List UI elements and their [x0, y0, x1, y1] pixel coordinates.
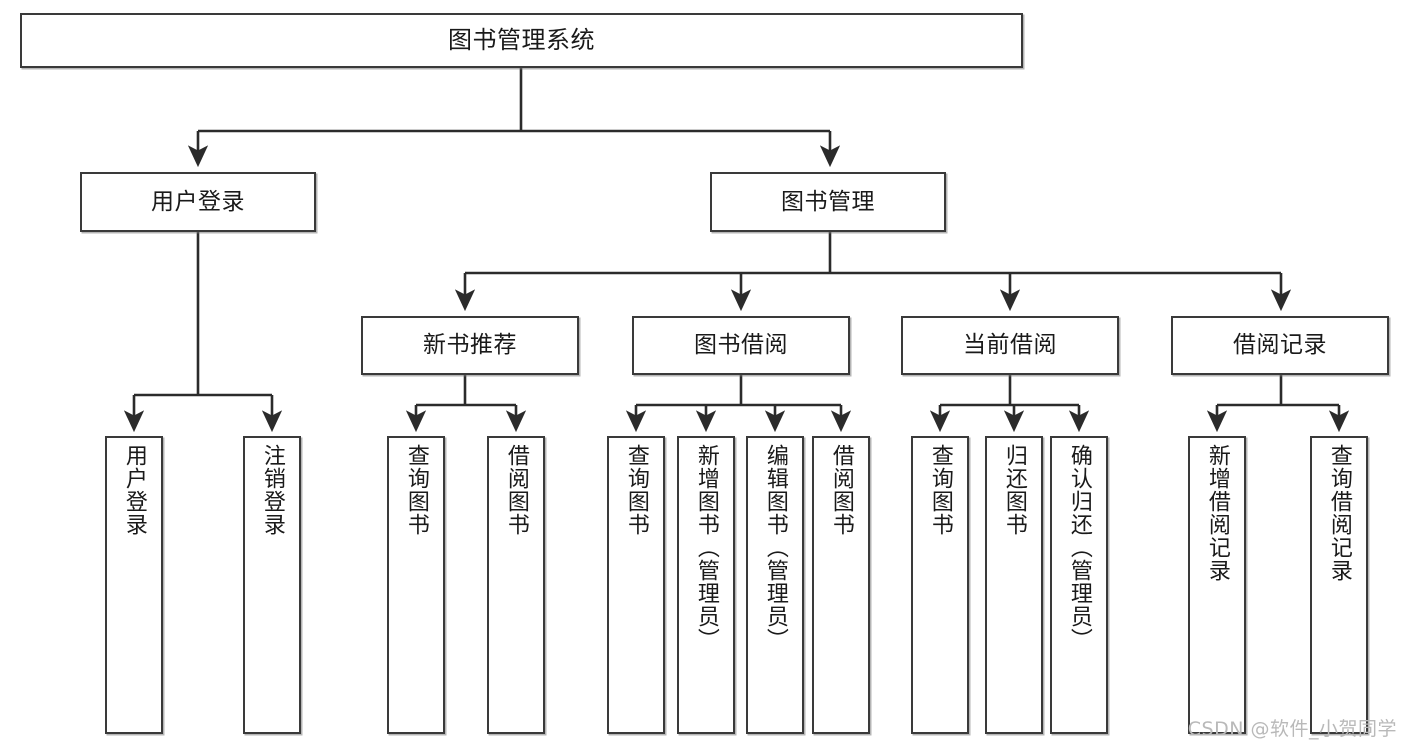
- node-leaf-query-record-label: 查询借阅记录: [1326, 444, 1352, 582]
- node-leaf-query-book-1[interactable]: 查询图书: [387, 436, 445, 734]
- node-leaf-edit-book-label: 编辑图书（管理员）: [762, 444, 788, 651]
- node-book-manage[interactable]: 图书管理: [710, 172, 946, 232]
- node-leaf-query-book-3[interactable]: 查询图书: [911, 436, 969, 734]
- node-leaf-add-book[interactable]: 新增图书（管理员）: [677, 436, 735, 734]
- node-leaf-borrow-book-1-label: 借阅图书: [503, 444, 529, 536]
- node-leaf-borrow-book-2-label: 借阅图书: [828, 444, 854, 536]
- node-current-borrow[interactable]: 当前借阅: [901, 316, 1119, 375]
- node-leaf-confirm-return[interactable]: 确认归还（管理员）: [1050, 436, 1108, 734]
- node-leaf-add-record[interactable]: 新增借阅记录: [1188, 436, 1246, 734]
- node-leaf-user-login[interactable]: 用户登录: [105, 436, 163, 734]
- node-leaf-borrow-book-1[interactable]: 借阅图书: [487, 436, 545, 734]
- node-leaf-user-logout[interactable]: 注销登录: [243, 436, 301, 734]
- node-root-label: 图书管理系统: [448, 25, 595, 54]
- node-leaf-add-book-label: 新增图书（管理员）: [693, 444, 719, 651]
- node-current-borrow-label: 当前借阅: [963, 332, 1057, 359]
- node-user-login-label: 用户登录: [151, 188, 245, 215]
- csdn-watermark: CSDN @软件_小贺同学: [1187, 718, 1397, 740]
- node-user-login[interactable]: 用户登录: [80, 172, 316, 232]
- node-leaf-return-book-label: 归还图书: [1001, 444, 1027, 536]
- node-leaf-user-login-label: 用户登录: [121, 444, 147, 536]
- node-leaf-user-logout-label: 注销登录: [259, 444, 285, 536]
- node-book-borrow[interactable]: 图书借阅: [632, 316, 850, 375]
- node-leaf-query-book-3-label: 查询图书: [927, 444, 953, 536]
- node-leaf-query-book-2[interactable]: 查询图书: [607, 436, 665, 734]
- node-leaf-return-book[interactable]: 归还图书: [985, 436, 1043, 734]
- node-book-borrow-label: 图书借阅: [694, 332, 788, 359]
- node-leaf-edit-book[interactable]: 编辑图书（管理员）: [746, 436, 804, 734]
- node-leaf-confirm-return-label: 确认归还（管理员）: [1066, 444, 1092, 651]
- node-book-manage-label: 图书管理: [781, 188, 875, 215]
- node-root[interactable]: 图书管理系统: [20, 13, 1023, 68]
- node-leaf-add-record-label: 新增借阅记录: [1204, 444, 1230, 582]
- node-leaf-borrow-book-2[interactable]: 借阅图书: [812, 436, 870, 734]
- node-leaf-query-book-2-label: 查询图书: [623, 444, 649, 536]
- node-new-book-rec[interactable]: 新书推荐: [361, 316, 579, 375]
- node-new-book-rec-label: 新书推荐: [423, 332, 517, 359]
- node-borrow-record-label: 借阅记录: [1233, 332, 1327, 359]
- node-leaf-query-record[interactable]: 查询借阅记录: [1310, 436, 1368, 734]
- node-leaf-query-book-1-label: 查询图书: [403, 444, 429, 536]
- node-borrow-record[interactable]: 借阅记录: [1171, 316, 1389, 375]
